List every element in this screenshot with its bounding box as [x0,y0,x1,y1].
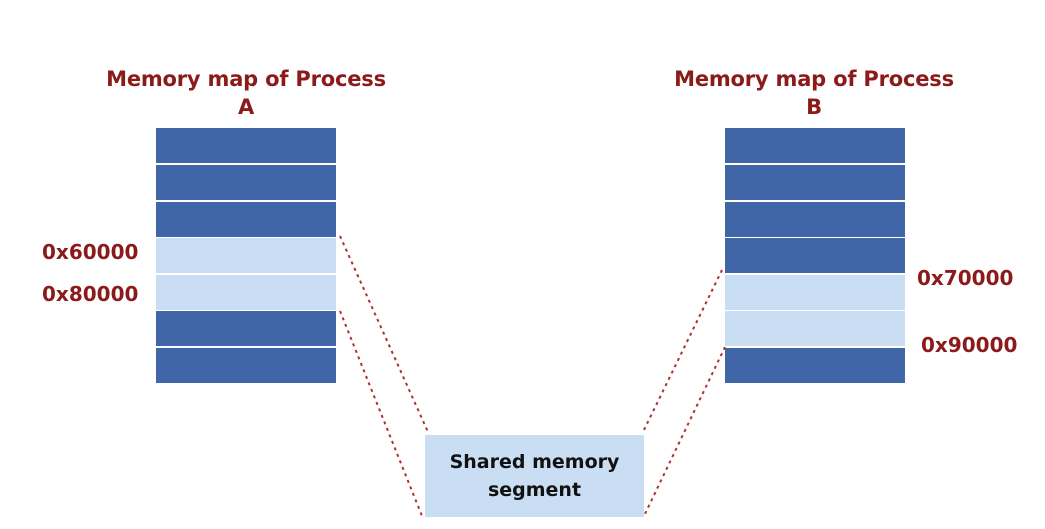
process-a-address-start: 0x60000 [42,240,139,264]
process-a-block-1 [156,128,336,163]
process-b-address-start: 0x70000 [917,266,1014,290]
process-b-block-3 [725,202,905,237]
process-b-block-1 [725,128,905,163]
process-b-block-4 [725,238,905,273]
connector-a-top [339,235,429,433]
shared-segment-line2: segment [487,479,582,501]
process-a-block-3 [156,202,336,237]
shared-memory-segment: Shared memory segment [425,435,644,517]
process-a-title: Memory map of Process A [86,65,406,121]
process-b-block-7 [725,348,905,383]
process-a-block-4 [156,238,336,273]
process-a-title-line2: A [237,95,255,119]
process-a-address-end: 0x80000 [42,282,139,306]
process-b-title-line1: Memory map of Process [674,67,954,91]
process-b-title-line2: B [806,95,822,119]
process-b-block-5 [725,275,905,310]
process-a-block-5 [156,275,336,310]
connector-a-bottom [339,310,423,517]
connector-b-bottom [643,346,726,517]
process-a-block-7 [156,348,336,383]
process-a-block-2 [156,165,336,200]
shared-segment-line1: Shared memory [449,451,620,473]
process-a-block-6 [156,311,336,346]
process-b-title: Memory map of Process B [654,65,974,121]
connector-b-top [642,269,723,433]
process-b-block-6 [725,311,905,346]
process-a-title-line1: Memory map of Process [106,67,386,91]
process-b-address-end: 0x90000 [921,333,1018,357]
shared-memory-segment-label: Shared memory segment [450,448,620,504]
process-b-block-2 [725,165,905,200]
